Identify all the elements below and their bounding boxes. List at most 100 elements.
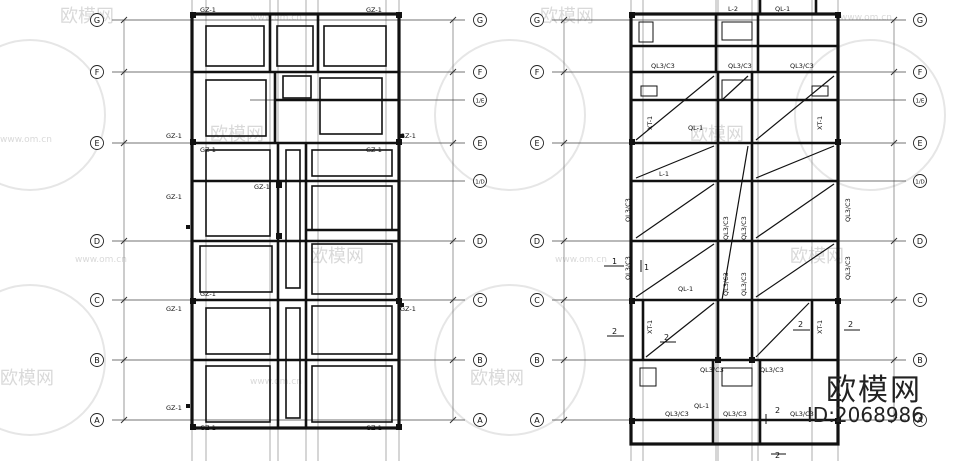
axis-bubble: [473, 234, 487, 248]
axis-label: B: [534, 356, 540, 365]
axis-label: G: [917, 16, 923, 25]
axis-bubble: [473, 13, 487, 27]
axis-bubble: [913, 413, 927, 427]
column-label: GZ-1: [200, 146, 216, 154]
beam-label: QL3/C3: [700, 366, 724, 374]
beam-label: L-1: [659, 170, 669, 178]
watermark-id: ID:2068986: [806, 403, 924, 427]
axis-label: G: [94, 16, 100, 25]
axis-bubble: [473, 65, 487, 79]
axis-bubble: [530, 413, 544, 427]
beam-label: QL3/C3: [790, 62, 814, 70]
axis-label: A: [534, 416, 540, 425]
column-label: GZ-1: [366, 6, 382, 14]
watermark-brand-faint: 欧模网: [310, 246, 364, 267]
axis-label: C: [534, 296, 540, 305]
section-mark: 2: [612, 327, 617, 336]
column-label: GZ-1: [400, 132, 416, 140]
column-label: GZ-1: [200, 424, 216, 432]
axis-label: F: [535, 68, 540, 77]
watermark-site-faint: www.om.cn: [250, 377, 302, 387]
axis-bubble: [473, 136, 487, 150]
beam-label: QL-1: [678, 285, 693, 293]
axis-label-mid: 1/D: [475, 180, 485, 186]
axis-label: E: [534, 139, 539, 148]
axis-bubble-mid: [473, 174, 487, 188]
column-label: GZ-1: [400, 305, 416, 313]
column-label: GZ-1: [366, 146, 382, 154]
axis-bubble: [473, 353, 487, 367]
axis-bubble: [913, 293, 927, 307]
axis-bubble: [90, 13, 104, 27]
beam-label: QL3/C3: [665, 410, 689, 418]
beam-label: L-2: [728, 5, 738, 13]
column-label: GZ-1: [254, 183, 270, 191]
axis-bubble: [530, 65, 544, 79]
beam-label: QL-1: [688, 124, 703, 132]
section-mark: 1: [644, 263, 649, 272]
beam-label: QL3/C3: [760, 366, 784, 374]
beam-label: XT-1: [646, 320, 654, 334]
axis-label: A: [94, 416, 100, 425]
axis-label: B: [477, 356, 483, 365]
axis-label: C: [917, 296, 923, 305]
section-mark: 2: [848, 320, 853, 329]
axis-label-mid: 1/D: [915, 180, 925, 186]
axis-label: F: [95, 68, 100, 77]
axis-bubble: [530, 234, 544, 248]
section-mark: 2: [775, 451, 780, 460]
beam-label: QL3/C3: [624, 256, 632, 280]
beam-label: XT-1: [816, 320, 824, 334]
watermark-site-faint: www.om.cn: [250, 13, 302, 23]
axis-bubble: [913, 234, 927, 248]
beam-label: QL3/C3: [722, 272, 730, 296]
beam-label: QL3/C3: [740, 216, 748, 240]
watermark-site-faint: www.om.cn: [840, 13, 892, 23]
column-label: GZ-1: [200, 290, 216, 298]
beam-label: XT-1: [646, 116, 654, 130]
watermark-brand-faint: 欧模网: [0, 368, 54, 389]
axis-label: F: [478, 68, 483, 77]
axis-label: D: [477, 237, 483, 246]
beam-label: QL3/C3: [651, 62, 675, 70]
axis-label: G: [477, 16, 483, 25]
section-mark: 2: [798, 320, 803, 329]
axis-bubble: [530, 136, 544, 150]
beam-label: XT-1: [816, 116, 824, 130]
axis-label: D: [534, 237, 540, 246]
axis-label: E: [917, 139, 922, 148]
axis-label: E: [477, 139, 482, 148]
column-label: GZ-1: [366, 424, 382, 432]
axis-bubble: [473, 293, 487, 307]
watermark-brand-faint: 欧模网: [790, 246, 844, 267]
column-label: GZ-1: [166, 404, 182, 412]
column-label: GZ-1: [166, 132, 182, 140]
beam-label: QL3/C3: [722, 216, 730, 240]
axis-bubble: [90, 234, 104, 248]
axis-label: C: [477, 296, 483, 305]
axis-bubble: [90, 65, 104, 79]
section-mark: 2: [664, 333, 669, 342]
beam-label: QL3/C3: [728, 62, 752, 70]
left-plan: GZ-1 GZ-1 GZ-1 GZ-1 GZ-1 GZ-1 GZ-1 GZ-1 …: [166, 6, 416, 432]
axis-bubble-mid: [913, 93, 927, 107]
axis-label: D: [917, 237, 923, 246]
column-label: GZ-1: [166, 305, 182, 313]
beam-label: QL3/C3: [790, 410, 814, 418]
axis-label: C: [94, 296, 100, 305]
axis-bubble: [90, 293, 104, 307]
beam-label: QL3/C3: [624, 198, 632, 222]
axis-bubble: [530, 293, 544, 307]
axis-label: G: [534, 16, 540, 25]
axis-label: D: [94, 237, 100, 246]
axis-label-mid: 1/E: [476, 99, 485, 105]
axis-bubble: [90, 413, 104, 427]
axis-bubble-mid: [913, 174, 927, 188]
watermark-site-faint: www.om.cn: [75, 255, 127, 265]
axis-bubble: [90, 353, 104, 367]
axis-bubble: [90, 136, 104, 150]
watermark-brand: 欧模网: [826, 373, 922, 408]
watermark-brand-faint: 欧模网: [540, 6, 594, 27]
